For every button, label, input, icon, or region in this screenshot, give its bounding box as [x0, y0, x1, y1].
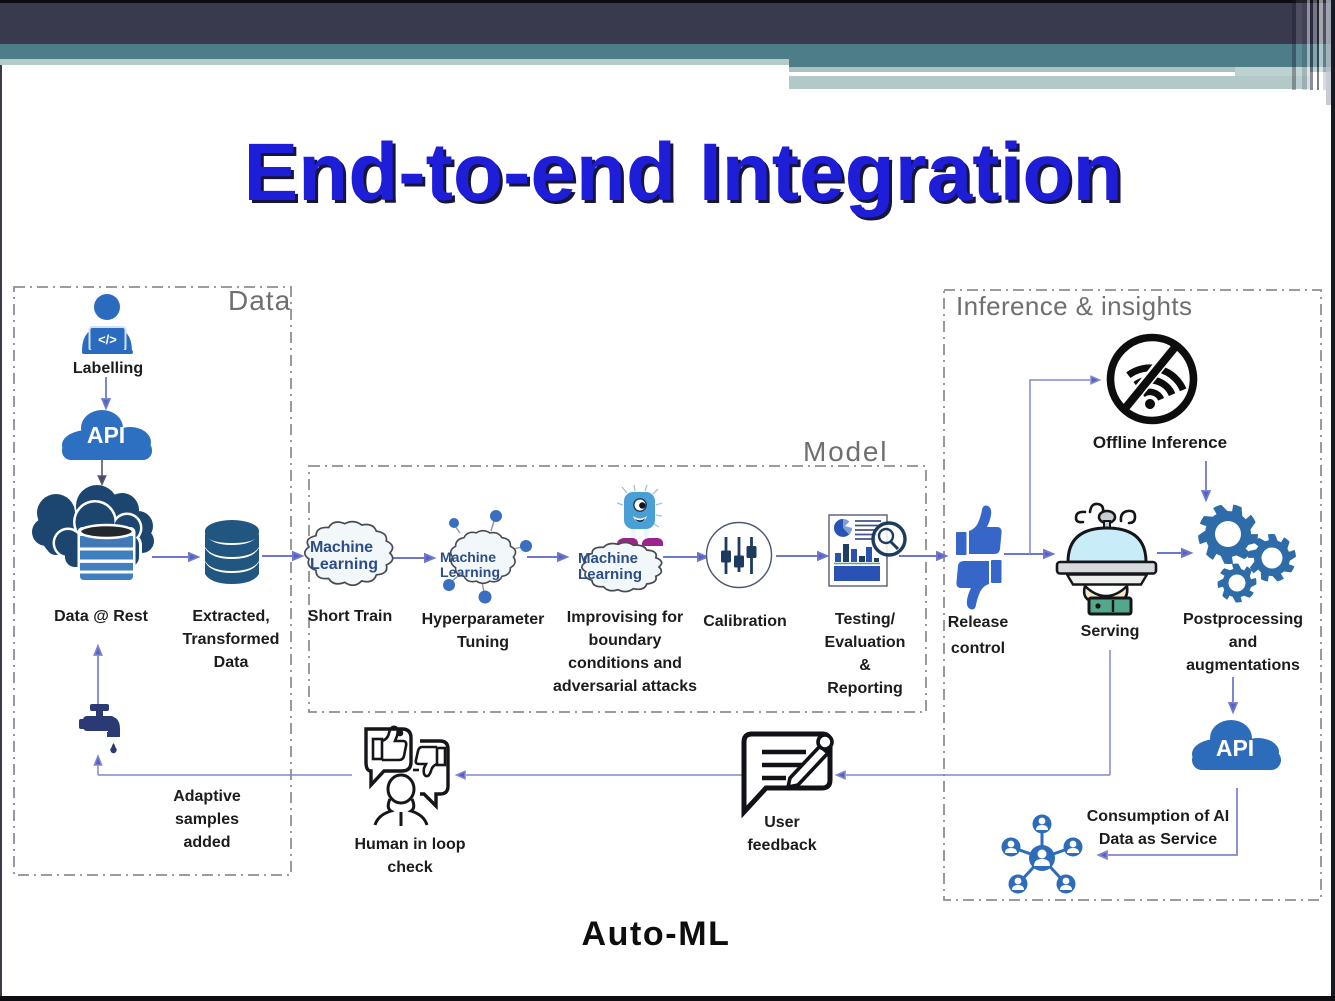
svg-text:Machine: Machine	[578, 550, 638, 567]
svg-text:Learning: Learning	[440, 564, 500, 580]
svg-text:API: API	[87, 422, 125, 448]
svg-text:Machine: Machine	[440, 549, 496, 565]
svg-text:Machine: Machine	[310, 539, 373, 556]
svg-text:Learning: Learning	[578, 566, 642, 583]
svg-text:</>: </>	[98, 332, 117, 347]
svg-text:API: API	[1216, 735, 1254, 761]
svg-text:Learning: Learning	[310, 556, 378, 573]
